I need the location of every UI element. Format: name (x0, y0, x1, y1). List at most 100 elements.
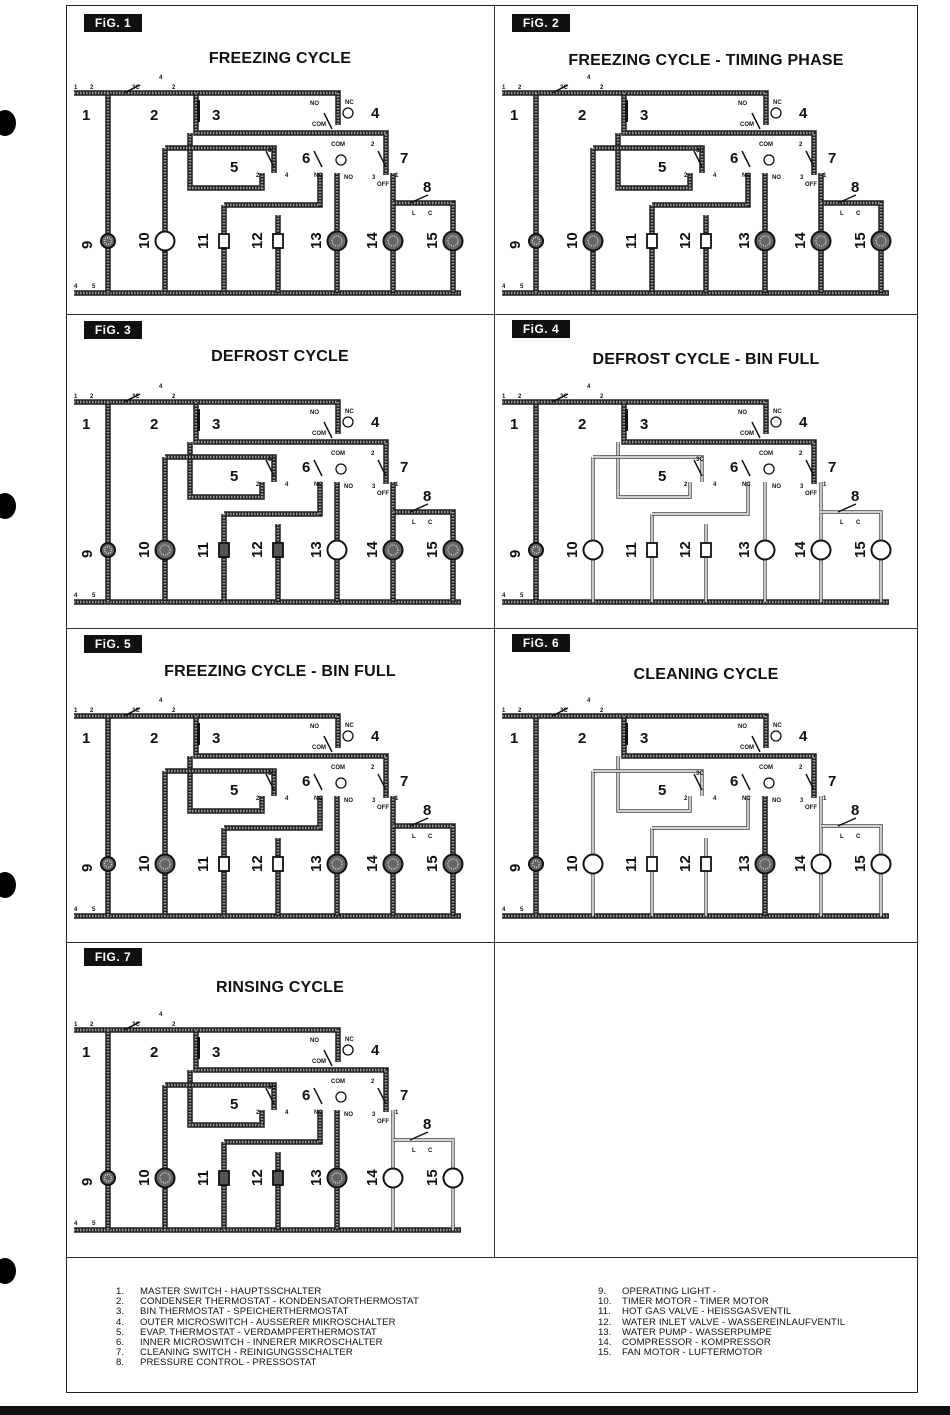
contact-label-4: 4 (587, 384, 591, 390)
hot-gas-link-wire-core (652, 482, 749, 515)
component-number-2: 2 (150, 730, 158, 747)
load-14-symbol (382, 539, 404, 561)
timer-link-wire-fill (165, 769, 276, 796)
fan-motor-wire (821, 510, 883, 602)
component-number-7: 7 (828, 773, 836, 790)
outer-microswitch-actuator (342, 416, 354, 428)
load-13-hatch (759, 235, 771, 247)
component-number-8: 8 (423, 802, 431, 819)
component-number-6: 6 (302, 1087, 310, 1104)
legend-item: 5.EVAP. THERMOSTAT - VERDAMPFERTHERMOSTA… (116, 1326, 377, 1338)
inner-microswitch-actuator (763, 777, 775, 789)
hot-gas-link-wire-core (652, 796, 749, 829)
valve-11-coil (218, 542, 230, 558)
figure-label: FiG. 2 (512, 14, 570, 32)
component-number-2: 2 (578, 107, 586, 124)
evap-thermostat-wire (616, 442, 692, 499)
pressure-control-switch (837, 817, 857, 827)
evap-thermostat-blade (693, 459, 703, 477)
cleaning-switch-blade (805, 459, 815, 477)
inner-microswitch-blade (313, 150, 323, 168)
legend-item: 4.OUTER MICROSWITCH - AUSSERER MIKROSCHA… (116, 1316, 396, 1328)
contact-label-1-clean: 1 (395, 1110, 399, 1116)
component-number-13: 13 (308, 232, 325, 249)
component-number-3: 3 (212, 416, 220, 433)
contact-label-4-evap: 4 (285, 482, 289, 488)
component-number-3: 3 (640, 107, 648, 124)
pressure-control-switch (409, 503, 429, 513)
contact-label-1: 1 (74, 708, 78, 714)
panel-divider-vertical (494, 5, 495, 1257)
contact-label-4-bottom: 4 (502, 284, 506, 290)
load-10-symbol (154, 1167, 176, 1189)
contact-label-3-clean: 3 (372, 1112, 376, 1118)
punch-hole (0, 872, 16, 898)
bin-thermostat-switch (625, 100, 628, 122)
load-14-symbol (382, 853, 404, 875)
contact-label-no: NO (738, 410, 747, 416)
contact-label-nc-inner: NC (742, 796, 751, 802)
load-14-symbol (810, 853, 832, 875)
component-number-13: 13 (308, 1169, 325, 1186)
fan-motor-wire (821, 200, 884, 293)
condenser-thermostat-switch (123, 393, 141, 403)
component-number-7: 7 (400, 459, 408, 476)
component-number-4: 4 (371, 105, 380, 122)
contact-label-4-bottom: 4 (502, 907, 506, 913)
load-13-symbol (754, 539, 776, 561)
contact-label-1: 1 (502, 708, 506, 714)
contact-label-2-evap: 2 (256, 482, 260, 488)
component-number-15: 15 (852, 541, 869, 558)
legend-item: 10.TIMER MOTOR - TIMER MOTOR (598, 1296, 769, 1308)
bin-thermostat-wire-fill (194, 402, 388, 484)
contact-label-no: NO (310, 410, 319, 416)
contact-label-2b: 2 (90, 1022, 94, 1028)
top-rail-wire-fill (74, 1028, 340, 1062)
contact-label-2-evap: 2 (684, 173, 688, 179)
contact-label-nc-inner: NC (314, 1110, 323, 1116)
fan-motor-wire (393, 1138, 455, 1230)
component-number-7: 7 (828, 150, 836, 167)
inner-microswitch-actuator (763, 463, 775, 475)
load-14-hatch (387, 858, 399, 870)
load-15-symbol (442, 539, 464, 561)
contact-label-2b: 2 (518, 85, 522, 91)
hot-gas-link-wire-fill (652, 173, 750, 207)
evap-thermostat-blade (693, 773, 703, 791)
component-number-15: 15 (424, 1169, 441, 1186)
valve-11-coil (218, 856, 230, 872)
contact-label-2-evap: 2 (684, 796, 688, 802)
contact-label-2: 2 (172, 708, 176, 714)
fan-motor-wire (393, 200, 456, 293)
contact-label-2-evap: 2 (256, 796, 260, 802)
top-rail-wire-fill (502, 714, 768, 748)
component-number-2: 2 (578, 730, 586, 747)
pressure-control-switch (409, 1131, 429, 1141)
component-number-12: 12 (249, 232, 266, 249)
contact-label-no-inner: NO (772, 175, 781, 181)
component-number-3: 3 (212, 730, 220, 747)
hot-gas-link-wire-fill (224, 173, 322, 207)
component-number-15: 15 (424, 541, 441, 558)
bin-thermostat-wire-fill (194, 716, 388, 798)
figure-title: DEFROST CYCLE - BIN FULL (592, 351, 820, 368)
legend-right: 9.OPERATING LIGHT - 10.TIMER MOTOR - TIM… (598, 1286, 845, 1358)
contact-label-3-clean: 3 (800, 175, 804, 181)
top-rail-wire (502, 713, 769, 748)
top-rail-wire-fill (502, 400, 768, 434)
load-15-hatch (875, 235, 887, 247)
component-number-9: 9 (507, 241, 524, 249)
component-number-8: 8 (851, 488, 859, 505)
component-number-11: 11 (623, 856, 640, 872)
punch-hole (0, 110, 16, 136)
contact-label-no-inner: NO (344, 175, 353, 181)
contact-label-off: OFF (805, 182, 817, 188)
evap-thermostat-wire (187, 1070, 265, 1128)
bin-thermostat-switch (625, 723, 628, 745)
component-number-10: 10 (136, 541, 153, 558)
component-number-5: 5 (658, 782, 666, 799)
contact-label-4-evap: 4 (285, 796, 289, 802)
contact-label-off: OFF (377, 182, 389, 188)
